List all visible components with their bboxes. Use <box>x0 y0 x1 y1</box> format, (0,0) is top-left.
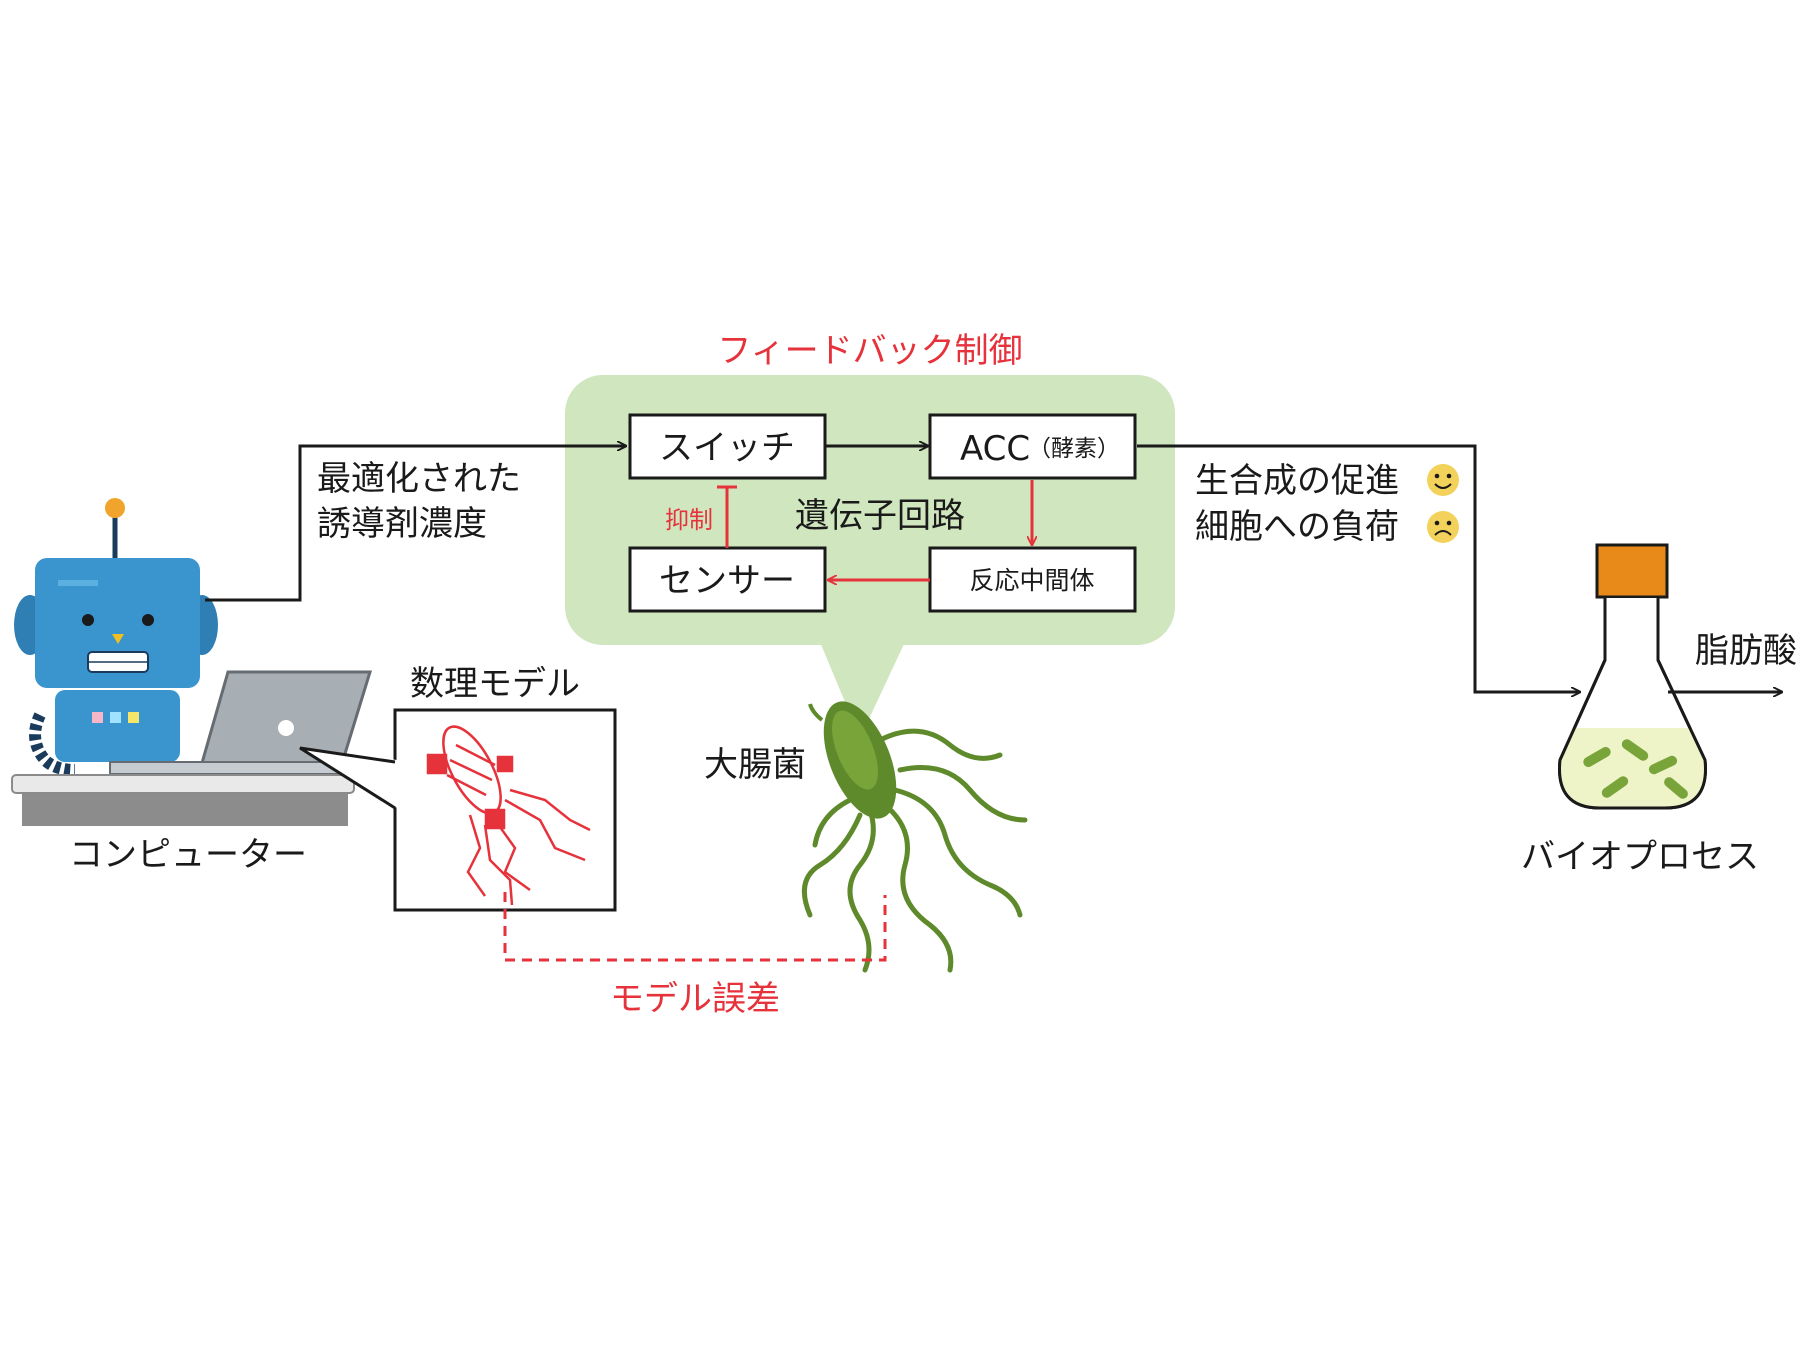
happy-face-icon <box>1427 464 1459 496</box>
acc-label: ACC <box>960 429 1030 469</box>
circuit-label: 遺伝子回路 <box>795 496 965 536</box>
acc-box: ACC （酵素） <box>928 413 1137 480</box>
intermediate-box: 反応中間体 <box>928 546 1137 613</box>
switch-box: スイッチ <box>628 413 827 480</box>
feedback-panel-tail <box>820 642 905 738</box>
feedback-title: フィードバック制御 <box>717 331 1022 371</box>
effect-line2: 細胞への負荷 <box>1195 507 1399 547</box>
erlenmeyer-flask-icon <box>1558 543 1707 810</box>
inducer-line2: 誘導剤濃度 <box>317 504 487 544</box>
robot-at-laptop-icon <box>11 498 373 826</box>
product-label: 脂肪酸 <box>1695 631 1797 671</box>
inducer-line1: 最適化された <box>317 459 521 499</box>
acc-to-bioprocess-arrow <box>1137 444 1580 692</box>
computer-label: コンピューター <box>69 835 307 875</box>
inducer-arrow <box>205 446 626 602</box>
switch-label: スイッチ <box>659 428 795 468</box>
model-error-label: モデル誤差 <box>610 979 780 1019</box>
model-error-connector <box>503 892 887 962</box>
effect-line1: 生合成の促進 <box>1195 461 1399 501</box>
red-bacterium-model-icon <box>426 725 591 906</box>
model-label: 数理モデル <box>410 664 580 704</box>
sensor-label: センサー <box>659 561 795 601</box>
inhibition-bar <box>717 485 737 548</box>
bioprocess-label: バイオプロセス <box>1521 837 1759 877</box>
sensor-box: センサー <box>628 546 827 613</box>
sad-face-icon <box>1427 511 1459 543</box>
ecoli-label: 大腸菌 <box>704 745 806 785</box>
inhibit-label: 抑制 <box>665 506 713 534</box>
green-bacterium-icon <box>801 701 1028 973</box>
intermediate-label: 反応中間体 <box>969 566 1094 595</box>
acc-note: （酵素） <box>1028 436 1120 462</box>
